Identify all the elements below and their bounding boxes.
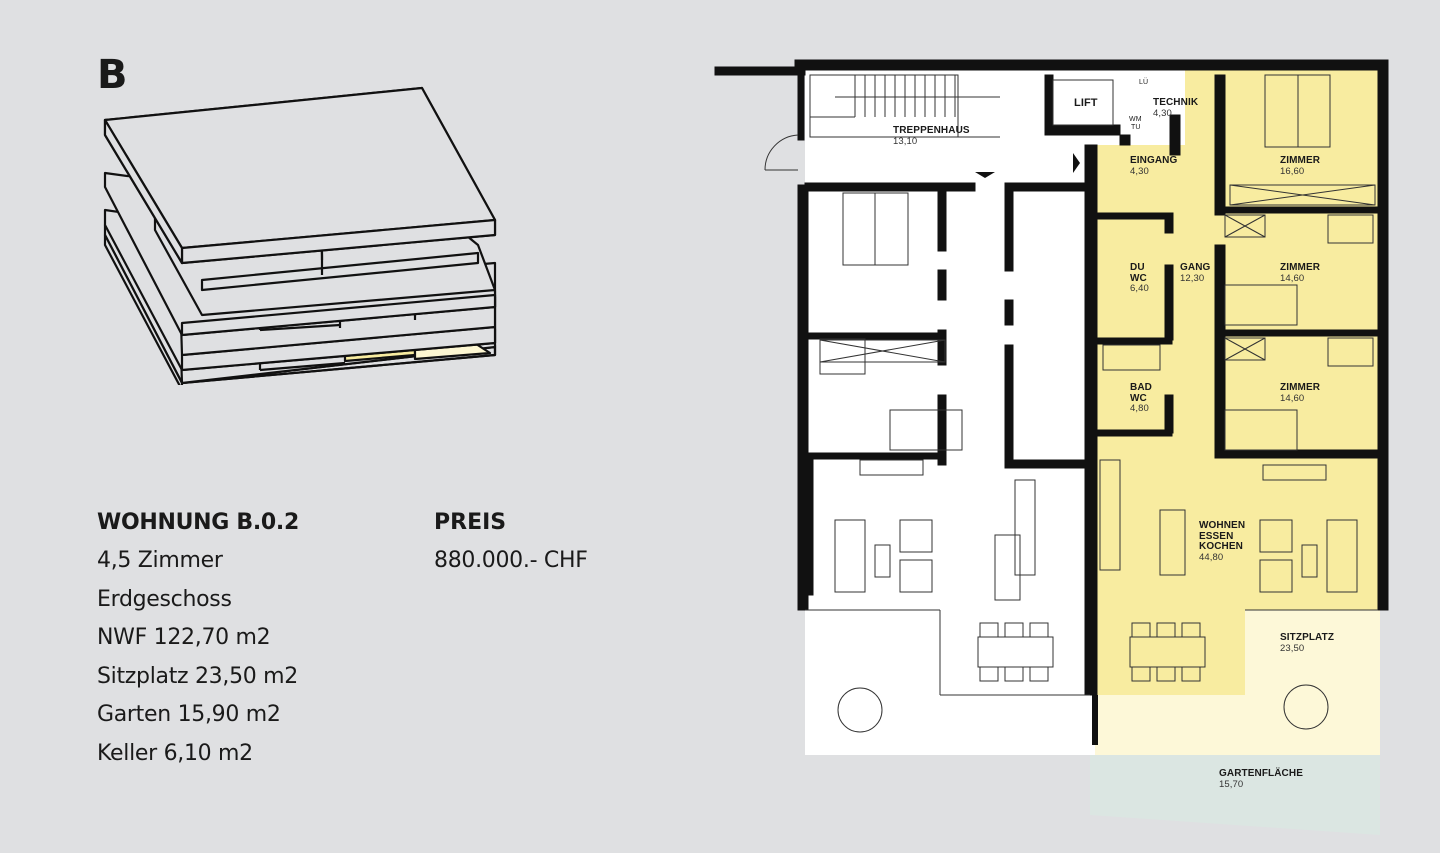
room-label-zimmer-2: ZIMMER 14,60 <box>1280 262 1321 284</box>
room-label-sitzplatz: SITZPLATZ 23,50 <box>1280 632 1335 654</box>
building-isometric-illustration <box>103 86 497 385</box>
apartment-info: WOHNUNG B.0.2 4,5 Zimmer Erdgeschoss NWF… <box>97 504 299 773</box>
room-label-gartenflaeche: GARTENFLÄCHE 15,70 <box>1219 768 1303 790</box>
room-label-eingang: EINGANG 4,30 <box>1130 155 1178 177</box>
room-label-gang: GANG 12,30 <box>1180 262 1211 284</box>
room-label-zimmer-3: ZIMMER 14,60 <box>1280 382 1321 404</box>
price-block: PREIS 880.000.- CHF <box>434 504 588 581</box>
detail-keller: Keller 6,10 m2 <box>97 740 253 766</box>
room-label-lift: LIFT <box>1074 97 1098 109</box>
apartment-title: WOHNUNG B.0.2 <box>97 510 299 535</box>
room-label-technik: TECHNIK 4,30 <box>1153 97 1199 119</box>
room-label-zimmer-1: ZIMMER 16,60 <box>1280 155 1321 177</box>
floorplan-drawing <box>714 59 1389 835</box>
price-title: PREIS <box>434 510 507 535</box>
room-label-bad-wc: BAD WC 4,80 <box>1130 382 1152 414</box>
detail-nwf: NWF 122,70 m2 <box>97 625 271 650</box>
price-value: 880.000.- CHF <box>434 548 588 573</box>
fixture-label-wm: WM <box>1129 116 1142 123</box>
fixture-label-tu: TU <box>1131 124 1141 131</box>
room-label-treppenhaus: TREPPENHAUS 13,10 <box>893 125 970 147</box>
detail-floor: Erdgeschoss <box>97 586 232 612</box>
floorplan: TREPPENHAUS 13,10 LIFT TECHNIK 4,30 LÜ W… <box>710 55 1410 845</box>
detail-garten: Garten 15,90 m2 <box>97 702 281 727</box>
building-letter: B <box>97 52 127 98</box>
fixture-label-lu: LÜ <box>1139 79 1149 86</box>
room-label-wohnen-essen-kochen: WOHNEN ESSEN KOCHEN 44,80 <box>1199 520 1246 563</box>
detail-sitzplatz: Sitzplatz 23,50 m2 <box>97 663 298 689</box>
detail-rooms: 4,5 Zimmer <box>97 548 223 573</box>
room-label-du-wc: DU WC 6,40 <box>1130 262 1149 294</box>
